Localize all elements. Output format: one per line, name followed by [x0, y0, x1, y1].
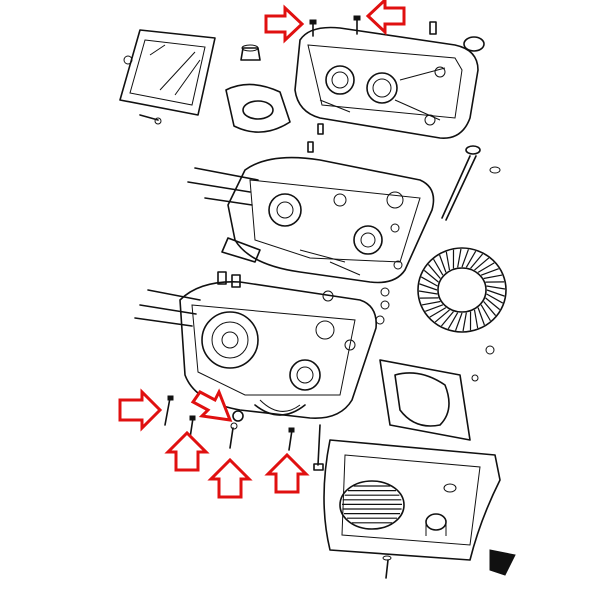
fan-blade: [483, 274, 503, 280]
seal-gasket: [225, 83, 291, 133]
fan-shroud-plate: [379, 359, 471, 441]
fan-blade: [445, 251, 451, 271]
fan-blade: [486, 285, 506, 290]
lower-cooling-cover: [323, 439, 516, 576]
arrow-up-2: [207, 457, 253, 499]
fan-blade: [477, 307, 485, 326]
crankcase-fittings: [217, 260, 403, 325]
plug-part: [240, 44, 261, 61]
fan-blade: [483, 301, 497, 316]
top-cover-screw-left: [309, 19, 317, 37]
lower-bolt-3: [288, 427, 295, 451]
fan-blade: [465, 250, 477, 268]
top-cover-housing: [294, 26, 479, 139]
lower-flange: [254, 404, 306, 416]
oil-dipstick: [441, 145, 501, 221]
fan-blade: [429, 307, 447, 318]
fan-blade: [418, 290, 438, 295]
crankcase-nut: [232, 410, 244, 422]
cover-screw: [382, 555, 392, 579]
fan-blade: [439, 254, 447, 273]
middle-crankcase-half: [227, 156, 435, 284]
fan-blade: [485, 297, 501, 311]
arrow-bottom-diag: [190, 388, 233, 422]
fan-blade: [433, 258, 444, 276]
middle-foot: [221, 237, 261, 263]
fan-blade: [421, 300, 441, 306]
arrow-up-1: [164, 430, 210, 472]
fan-blade: [473, 309, 479, 329]
fan-blade: [455, 312, 463, 331]
arrow-top-left: [264, 4, 305, 44]
fan-blade: [461, 249, 469, 268]
fan-blade: [419, 283, 438, 291]
fan-blade: [486, 289, 505, 297]
fan-blade: [477, 262, 495, 273]
fan-blade: [427, 264, 441, 279]
fan-blade: [447, 312, 459, 330]
fan-blade: [440, 311, 454, 327]
lower-bolt-2: [229, 422, 238, 449]
fan-blade: [480, 268, 499, 276]
cover-dowels: [307, 123, 324, 153]
inspection-window-panel: [119, 29, 216, 116]
long-cover-bolt: [313, 424, 324, 471]
fan-blade: [423, 269, 439, 283]
fan-blade: [420, 276, 438, 287]
flywheel-fan: [417, 247, 507, 333]
fan-blade: [425, 304, 444, 312]
fan-blade: [462, 312, 467, 332]
side-washers: [471, 345, 495, 382]
fan-blade: [480, 304, 491, 322]
fan-blade: [434, 309, 450, 323]
middle-studs: [187, 167, 259, 206]
lower-left-bolt: [164, 395, 174, 426]
lower-studs: [134, 289, 201, 327]
fan-blade: [486, 293, 504, 304]
small-screw: [139, 114, 162, 125]
fan-blade: [474, 257, 490, 271]
fan-blade: [457, 248, 462, 268]
arrow-top-right: [365, 0, 406, 36]
fan-blade: [470, 253, 484, 269]
arrow-up-3: [264, 452, 310, 494]
arrow-bottom-left: [118, 388, 163, 432]
dowel-pin: [429, 21, 437, 35]
oil-cap-ring: [463, 36, 485, 52]
top-cover-screw-right: [353, 15, 361, 35]
lower-crankcase-half: [179, 281, 377, 419]
